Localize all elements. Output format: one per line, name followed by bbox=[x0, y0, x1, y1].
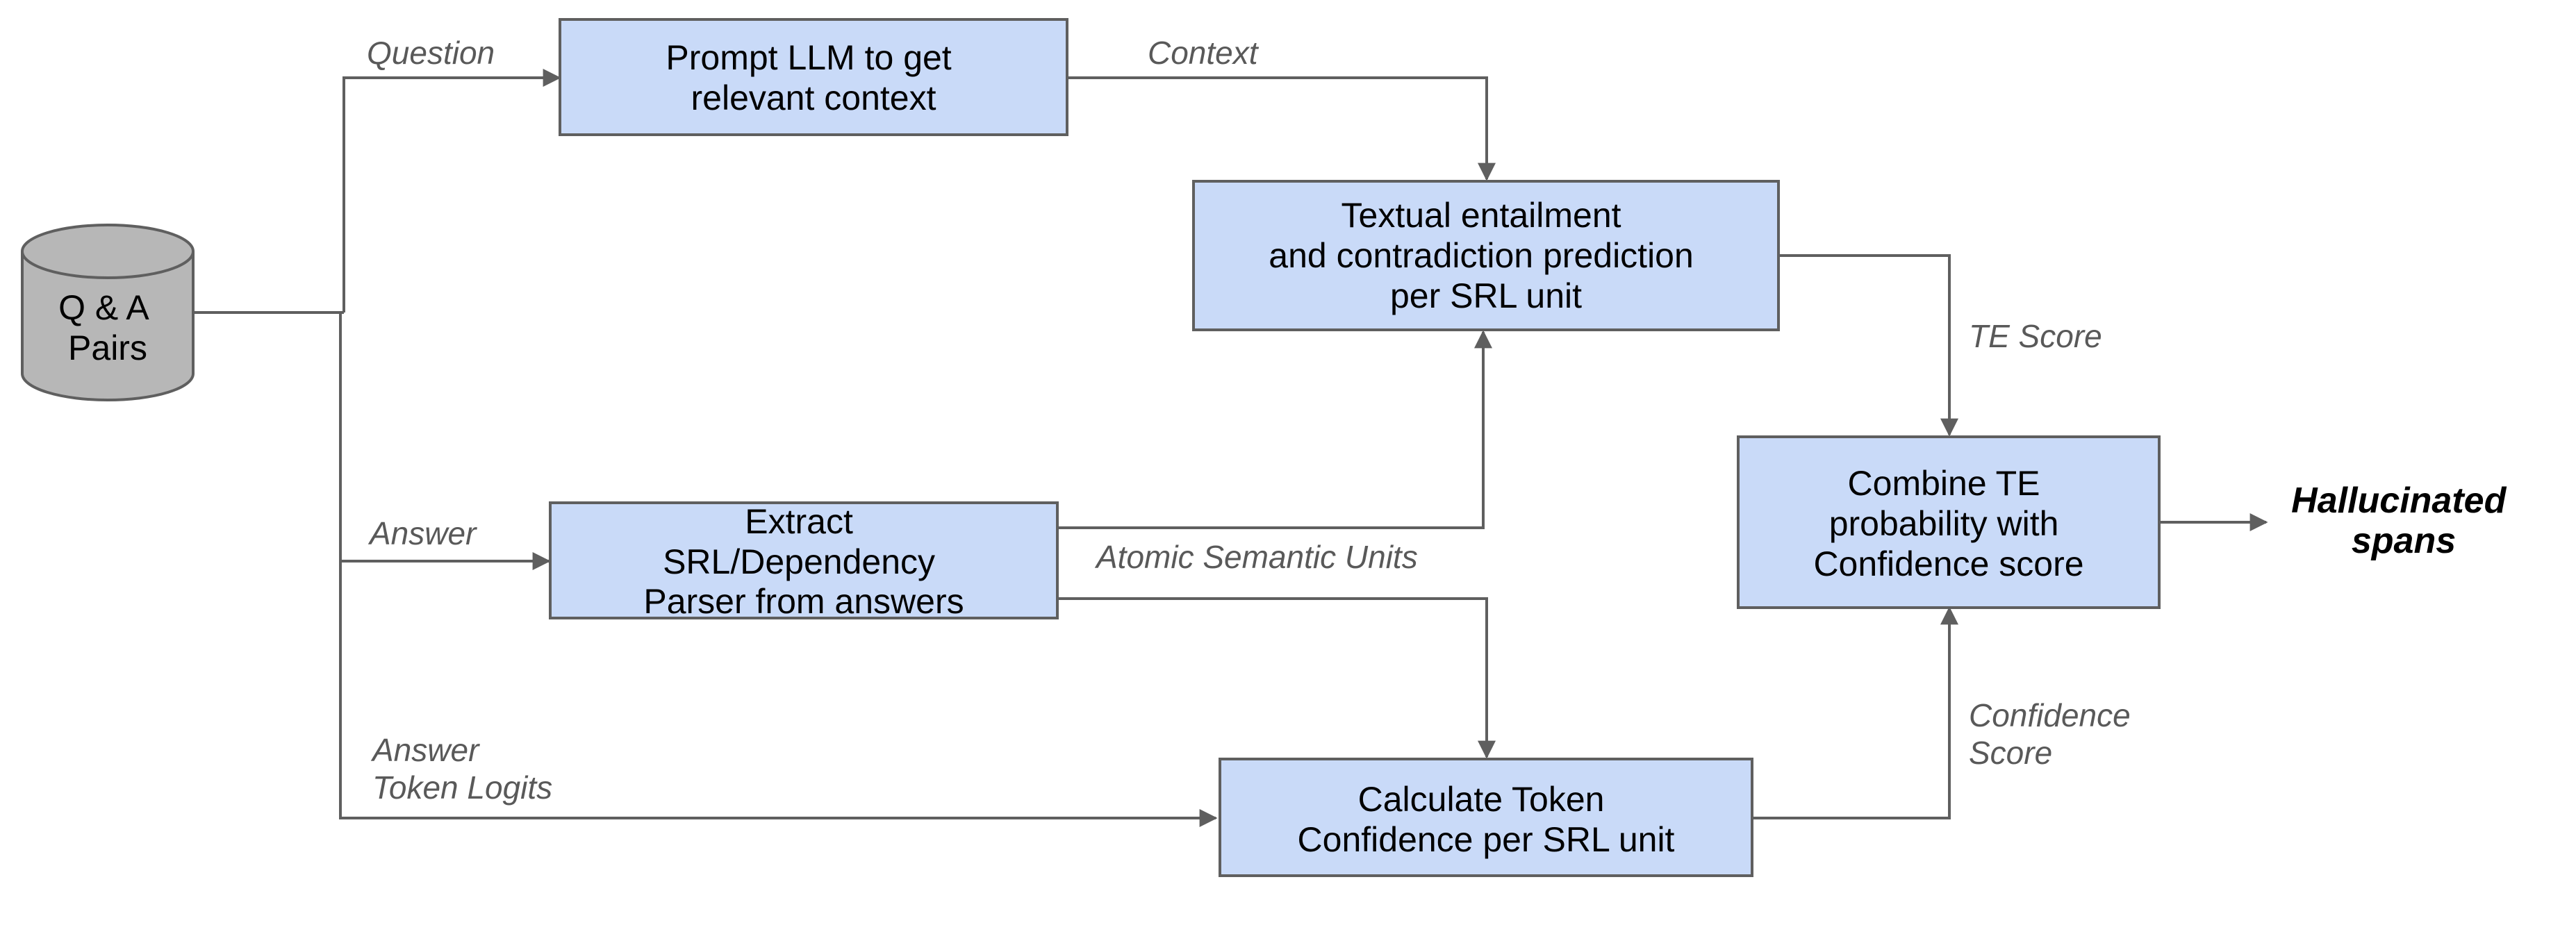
edge-label-line: Score bbox=[1969, 735, 2052, 771]
node-label-line: and contradiction prediction bbox=[1269, 236, 1694, 275]
node-label-line: Confidence per SRL unit bbox=[1298, 820, 1675, 859]
database-label-line: Q & A bbox=[58, 288, 149, 327]
node-combine-label: Combine TE probability with Confidence s… bbox=[1813, 464, 2083, 583]
edge-question bbox=[342, 69, 561, 312]
node-label-line: probability with bbox=[1829, 504, 2059, 543]
edge-label-atomic-units: Atomic Semantic Units bbox=[1094, 539, 1418, 575]
node-extract-srl-label: Extract SRL/Dependency Parser from answe… bbox=[643, 502, 964, 621]
edge-label-line: Atomic Semantic Units bbox=[1094, 539, 1418, 575]
edge-atomic-to-confidence bbox=[1057, 597, 1496, 759]
output-label-line: Hallucinated bbox=[2291, 481, 2507, 521]
qa-pairs-database: Q & A Pairs bbox=[21, 224, 195, 401]
node-prompt-llm-label: Prompt LLM to get relevant context bbox=[666, 38, 961, 117]
node-extract-srl-box bbox=[549, 501, 1059, 619]
node-textual-entailment: Textual entailment and contradiction pre… bbox=[1192, 180, 1780, 331]
edges bbox=[193, 69, 2268, 827]
node-label-line: Prompt LLM to get bbox=[666, 38, 951, 77]
output-label-line: spans bbox=[2352, 521, 2456, 561]
node-label-line: Parser from answers bbox=[643, 582, 964, 621]
edge-confidence-score bbox=[1752, 606, 1958, 819]
edge-label-line: TE Score bbox=[1969, 318, 2102, 354]
edge-label-line: Answer bbox=[368, 515, 477, 551]
node-prompt-llm: Prompt LLM to get relevant context bbox=[559, 18, 1068, 136]
output-hallucinated-spans: Hallucinated spans bbox=[2291, 481, 2516, 561]
node-combine-box bbox=[1737, 435, 2161, 609]
database-label: Q & A Pairs bbox=[58, 288, 157, 367]
edge-label-confidence-score: Confidence Score bbox=[1969, 697, 2140, 771]
node-label-line: Combine TE bbox=[1848, 464, 2040, 503]
node-label-line: Confidence score bbox=[1813, 544, 2083, 583]
edge-label-line: Answer bbox=[370, 732, 480, 768]
database-label-line: Pairs bbox=[68, 328, 147, 367]
node-label-line: relevant context bbox=[691, 78, 936, 117]
edge-label-line: Context bbox=[1148, 35, 1260, 71]
edge-te-score bbox=[1778, 254, 1958, 437]
edge-label-answer-logits: Answer Token Logits bbox=[370, 732, 552, 806]
database-cylinder-top bbox=[21, 224, 195, 279]
node-label-line: Extract bbox=[745, 502, 853, 541]
node-textual-entailment-box bbox=[1192, 180, 1780, 331]
output-label: Hallucinated spans bbox=[2291, 481, 2516, 561]
node-token-confidence-label: Calculate Token Confidence per SRL unit bbox=[1298, 780, 1675, 859]
edge-atomic-to-te bbox=[1057, 330, 1492, 529]
edge-labels: Question Context TE Score Answer Atomic … bbox=[367, 35, 2140, 806]
edge-label-answer: Answer bbox=[368, 515, 477, 551]
edge-label-line: Confidence bbox=[1969, 697, 2131, 733]
node-token-confidence-box bbox=[1219, 758, 1753, 877]
edge-label-context: Context bbox=[1148, 35, 1260, 71]
edge-context bbox=[1067, 76, 1496, 181]
node-textual-entailment-label: Textual entailment and contradiction pre… bbox=[1269, 196, 1703, 315]
node-label-line: Textual entailment bbox=[1341, 196, 1621, 235]
node-label-line: SRL/Dependency bbox=[663, 542, 935, 581]
node-label-line: per SRL unit bbox=[1390, 276, 1582, 315]
node-token-confidence: Calculate Token Confidence per SRL unit bbox=[1219, 758, 1753, 877]
node-extract-srl: Extract SRL/Dependency Parser from answe… bbox=[549, 501, 1059, 621]
edge-label-question: Question bbox=[367, 35, 495, 71]
edge-answer-logits bbox=[339, 561, 1218, 827]
edge-label-line: Question bbox=[367, 35, 495, 71]
edge-label-te-score: TE Score bbox=[1969, 318, 2102, 354]
node-combine: Combine TE probability with Confidence s… bbox=[1737, 435, 2161, 609]
database-cylinder-body bbox=[21, 251, 195, 401]
node-prompt-llm-box bbox=[559, 18, 1068, 136]
edge-label-line: Token Logits bbox=[372, 769, 552, 806]
node-label-line: Calculate Token bbox=[1358, 780, 1605, 819]
